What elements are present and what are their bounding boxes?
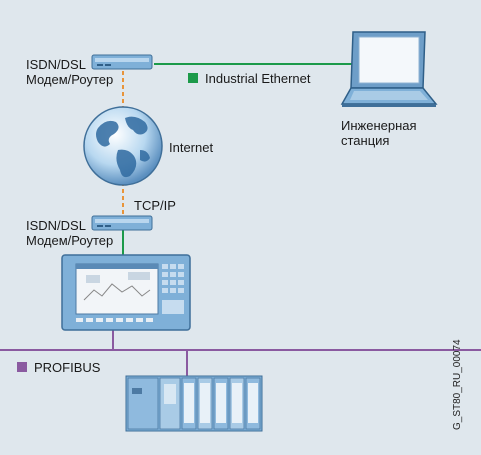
modem-bottom-label: ISDN/DSL Модем/Роутер — [26, 218, 113, 248]
station-label-line1: Инженерная — [341, 118, 417, 133]
document-id: G_ST80_RU_00074 — [452, 339, 463, 430]
modem-bottom-label-line1: ISDN/DSL — [26, 218, 86, 233]
globe-icon — [83, 106, 163, 186]
profibus-legend-swatch — [17, 362, 27, 372]
modem-top-label-line2: Модем/Роутер — [26, 72, 114, 87]
modem-top-label-line1: ISDN/DSL — [26, 57, 86, 72]
ethernet-legend-swatch — [188, 73, 198, 83]
modem-top-device — [91, 54, 153, 70]
station-label: Инженерная станция — [341, 118, 417, 148]
modem-bottom-label-line2: Модем/Роутер — [26, 233, 114, 248]
plc-rack-icon — [125, 375, 263, 432]
laptop-icon — [340, 31, 438, 107]
profibus-legend-label: PROFIBUS — [34, 360, 101, 375]
internet-label: Internet — [169, 140, 214, 155]
hmi-panel-icon — [61, 254, 191, 331]
modem-top-label: ISDN/DSL Модем/Роутер — [26, 57, 113, 87]
ethernet-legend-label: Industrial Ethernet — [205, 71, 311, 86]
station-label-line2: станция — [341, 133, 390, 148]
modem-bottom-device — [91, 215, 153, 231]
tcpip-label: TCP/IP — [134, 198, 176, 213]
